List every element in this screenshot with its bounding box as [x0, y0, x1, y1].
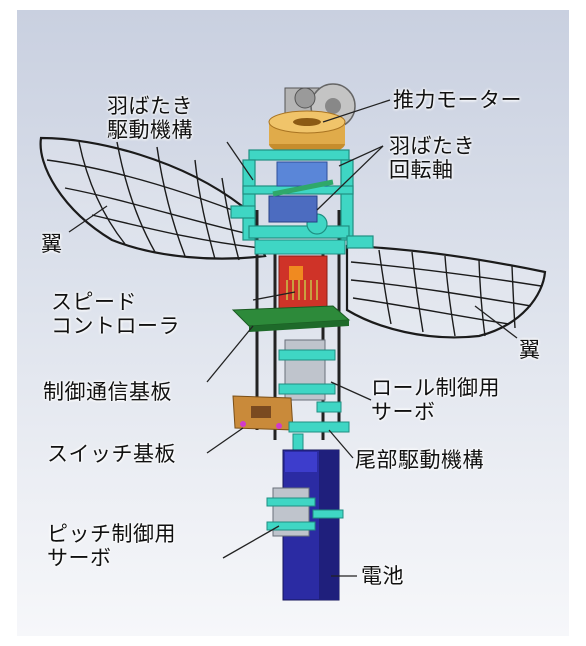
label-roll-servo-line1: ロール制御用 — [371, 376, 500, 400]
battery — [282, 449, 340, 601]
label-battery: 電池 — [361, 564, 404, 588]
right-wing — [345, 244, 547, 339]
pitch-servo — [266, 487, 344, 537]
label-roll-servo-line2: サーボ — [371, 400, 436, 424]
label-wing-right: 翼 — [519, 338, 541, 362]
label-control-board: 制御通信基板 — [43, 380, 172, 404]
gearbox-lower — [268, 195, 318, 223]
label-flap-axis-line1: 羽ばたき — [389, 134, 475, 158]
gearbox-block — [276, 161, 328, 187]
mount-plate — [254, 239, 346, 255]
leader-lines — [68, 99, 518, 577]
label-pitch-servo-line2: サーボ — [47, 546, 112, 570]
label-pitch-servo: ピッチ制御用 サーボ — [47, 522, 176, 570]
label-flap-mechanism-line1: 羽ばたき — [107, 94, 193, 118]
label-flap-axis: 羽ばたき 回転軸 — [389, 134, 475, 182]
roll-servo — [278, 339, 342, 413]
control-board — [231, 305, 351, 332]
label-speed-controller-line1: スピード — [51, 290, 137, 314]
switch-board — [232, 395, 294, 431]
label-pitch-servo-line1: ピッチ制御用 — [47, 522, 176, 546]
label-flap-mechanism: 羽ばたき 駆動機構 — [107, 94, 193, 142]
label-thrust-motor: 推力モーター — [393, 88, 522, 112]
label-speed-controller-line2: コントローラ — [51, 314, 180, 338]
figure-frame: 羽ばたき 駆動機構 推力モーター 羽ばたき 回転軸 翼 翼 スピード コントロー… — [17, 10, 569, 636]
left-wing — [39, 136, 267, 261]
label-switch-board: スイッチ基板 — [47, 442, 176, 466]
label-speed-controller: スピード コントローラ — [51, 290, 180, 338]
label-flap-mechanism-line2: 駆動機構 — [107, 118, 193, 142]
label-flap-axis-line2: 回転軸 — [389, 158, 454, 182]
robot-illustration — [39, 83, 547, 601]
thrust-motor — [268, 110, 346, 155]
crank-link — [272, 179, 334, 197]
speed-controller — [278, 255, 328, 311]
label-roll-servo: ロール制御用 サーボ — [371, 376, 500, 424]
label-tail-mechanism: 尾部駆動機構 — [355, 448, 484, 472]
label-wing-left: 翼 — [41, 232, 63, 256]
